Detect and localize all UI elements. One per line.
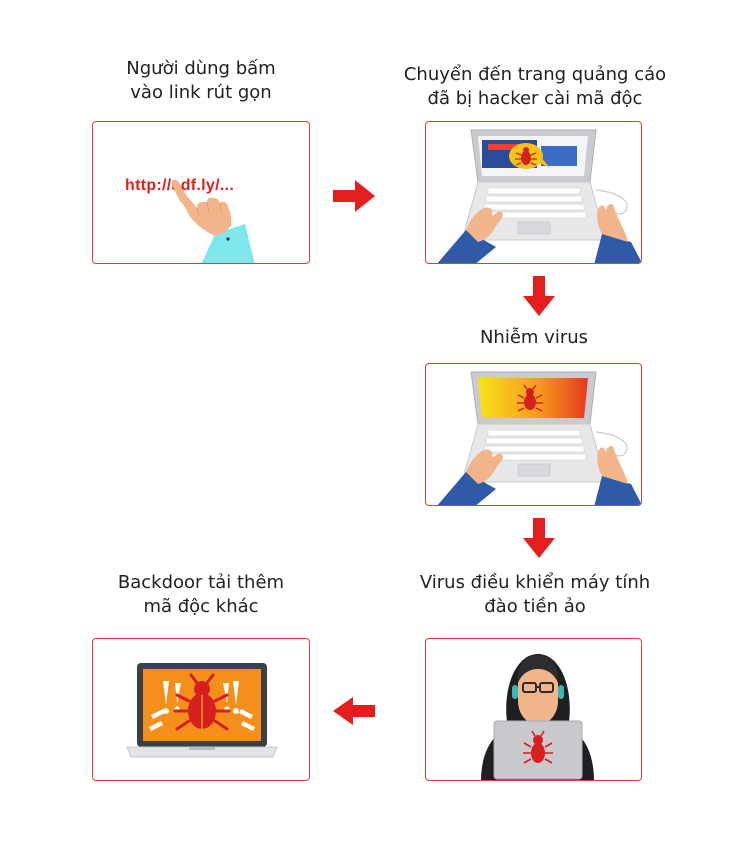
step4-label: Virus điều khiển máy tính đào tiền ảo <box>395 571 675 619</box>
laptop-icon <box>437 371 641 505</box>
hacker-icon <box>481 654 594 780</box>
laptop-icon <box>437 129 641 263</box>
step2-label-line2: đã bị hacker cài mã độc <box>427 88 643 109</box>
step2-box <box>425 121 642 264</box>
step4-label-line2: đào tiền ảo <box>484 596 586 617</box>
bug-icon <box>523 730 553 764</box>
step5-label: Backdoor tải thêm mã độc khác <box>92 571 310 619</box>
arrow-down-icon <box>523 518 555 558</box>
step5-label-line2: mã độc khác <box>143 596 259 617</box>
bug-icon <box>517 384 543 412</box>
step2-label: Chuyển đến trang quảng cáo đã bị hacker … <box>380 63 690 111</box>
arrow-left-icon <box>333 697 375 725</box>
step2-label-line1: Chuyển đến trang quảng cáo <box>403 64 667 85</box>
pointing-hand-icon <box>171 179 255 263</box>
laptop-icon <box>126 663 278 758</box>
step4-box <box>425 638 642 781</box>
step5-box <box>92 638 310 781</box>
step5-label-line1: Backdoor tải thêm <box>117 572 285 593</box>
step3-label: Nhiễm virus <box>425 326 643 350</box>
step1-box: http://adf.ly/... <box>92 121 310 264</box>
arrow-right-icon <box>333 180 375 212</box>
warning-icon <box>149 681 255 731</box>
step1-label-line2: vào link rút gọn <box>130 82 272 103</box>
step1-label-line1: Người dùng bấm <box>126 58 276 79</box>
arrow-down-icon <box>523 276 555 316</box>
bug-icon <box>173 673 231 731</box>
step4-label-line1: Virus điều khiển máy tính <box>419 572 651 593</box>
bug-icon <box>509 143 550 169</box>
step3-label-line1: Nhiễm virus <box>479 327 589 348</box>
step3-box <box>425 363 642 506</box>
step1-label: Người dùng bấm vào link rút gọn <box>92 57 310 105</box>
